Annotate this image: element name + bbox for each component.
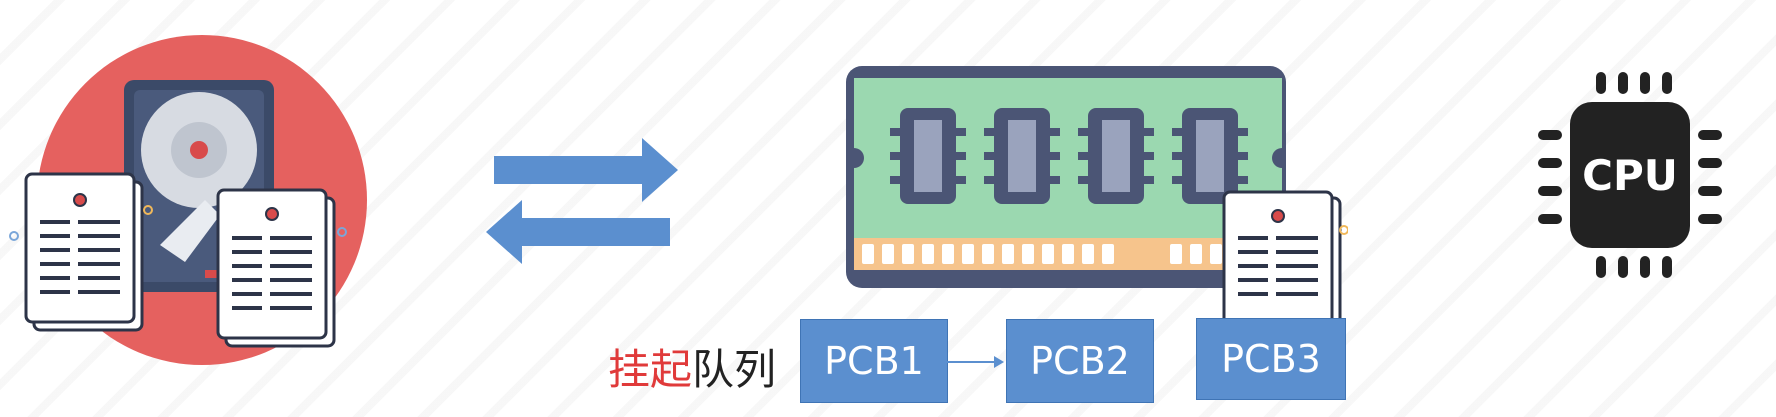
pcb-node-label: PCB1 bbox=[824, 339, 924, 383]
pcb-node-3: PCB3 bbox=[1196, 318, 1346, 400]
hard-disk-icon bbox=[9, 35, 367, 365]
swap-arrows-icon bbox=[486, 138, 678, 264]
pcb-node-2: PCB2 bbox=[1006, 319, 1154, 403]
pcb-node-label: PCB2 bbox=[1030, 339, 1130, 383]
ram-module-icon bbox=[846, 66, 1286, 288]
cpu-label: CPU bbox=[1582, 150, 1678, 200]
cpu-chip-icon: CPU bbox=[1536, 66, 1724, 282]
pcb-node-label: PCB3 bbox=[1221, 337, 1321, 381]
document-icon bbox=[1222, 190, 1348, 330]
queue-label-rest: 队列 bbox=[692, 345, 777, 394]
pcb-link-arrow bbox=[946, 356, 1004, 368]
suspend-queue-label: 挂起队列 bbox=[608, 336, 776, 397]
document-icon-left bbox=[24, 172, 144, 332]
pcb-node-1: PCB1 bbox=[800, 319, 948, 403]
queue-label-highlight: 挂起 bbox=[608, 345, 693, 394]
document-icon-right bbox=[216, 188, 336, 348]
